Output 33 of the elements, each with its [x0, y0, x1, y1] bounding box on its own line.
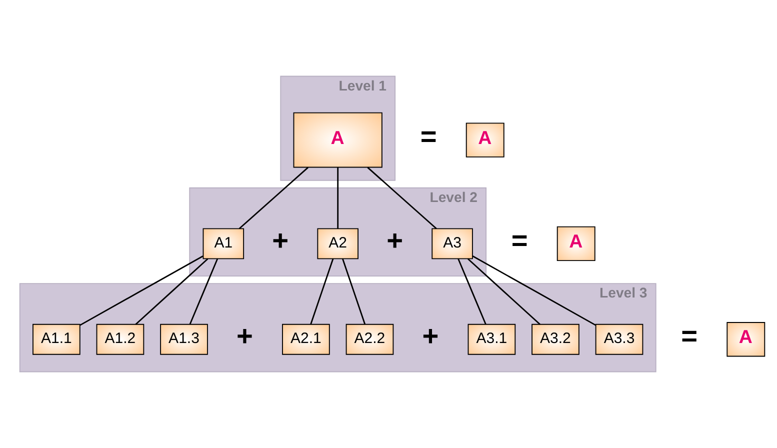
label: +: [422, 320, 439, 352]
node-box: A3: [432, 228, 473, 260]
connector: [310, 258, 334, 325]
connector: [80, 256, 204, 326]
node-box: A1.2: [96, 324, 144, 355]
node-box: A1.3: [160, 324, 208, 355]
label: =: [681, 320, 698, 352]
connector: [337, 167, 339, 229]
node-box: A2: [317, 228, 358, 260]
node-box: A2.2: [346, 324, 394, 355]
node-box: A1.1: [32, 324, 80, 355]
connector: [367, 166, 437, 230]
node-box: A2.1: [282, 324, 330, 355]
connector: [238, 166, 309, 230]
node-box: A3.2: [532, 324, 580, 355]
connector: [135, 258, 208, 325]
node-box: A3.3: [595, 324, 644, 355]
node-box: A: [726, 322, 766, 357]
node-box: A3.1: [468, 324, 516, 355]
node-box: A: [556, 226, 596, 262]
connector: [342, 258, 366, 325]
connector: [467, 258, 540, 325]
label: +: [386, 224, 404, 256]
label: =: [511, 224, 528, 256]
node-box: A: [466, 122, 504, 158]
node-box: A: [293, 112, 382, 168]
label: =: [420, 121, 437, 152]
connector: [472, 256, 596, 326]
label: +: [272, 224, 289, 256]
connector: [458, 258, 486, 325]
connector: [189, 258, 218, 325]
label: +: [236, 320, 253, 352]
node-box: A1: [202, 228, 244, 260]
